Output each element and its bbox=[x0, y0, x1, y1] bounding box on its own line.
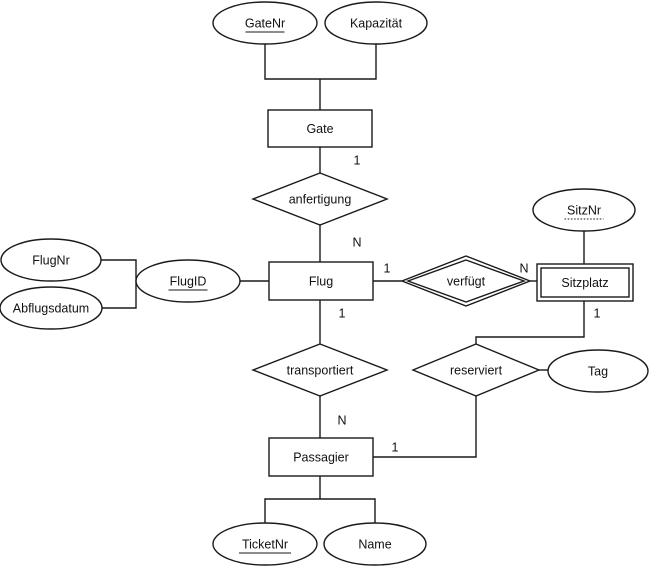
relationship-diamond-reserviert[interactable] bbox=[411, 343, 541, 397]
entity-passagier[interactable]: Passagier bbox=[268, 437, 374, 477]
attribute-name[interactable]: Name bbox=[323, 522, 427, 566]
cardinality-card-sitzplatz-reserviert: 1 bbox=[594, 306, 601, 320]
attribute-sitznr[interactable]: SitzNr bbox=[532, 188, 636, 232]
attribute-label-gatenr: GateNr bbox=[245, 16, 285, 30]
relationship-diamond-verfuegt[interactable] bbox=[400, 255, 532, 307]
relationship-label-verfuegt: verfügt bbox=[447, 274, 486, 288]
entity-box-sitzplatz[interactable] bbox=[536, 263, 634, 302]
relationship-verfuegt[interactable]: verfügt bbox=[400, 255, 532, 307]
relationship-diamond-transportiert[interactable] bbox=[251, 343, 389, 397]
attribute-ellipse-name[interactable] bbox=[323, 522, 427, 566]
relationship-inner-diamond-verfuegt bbox=[405, 259, 527, 303]
entity-inner-box-sitzplatz bbox=[540, 267, 630, 298]
relationship-label-reserviert: reserviert bbox=[450, 363, 503, 377]
entity-label-flug: Flug bbox=[309, 274, 333, 288]
attribute-ellipse-abflugsdatum[interactable] bbox=[0, 286, 103, 330]
cardinality-card-flug-verfuegt: 1 bbox=[384, 261, 391, 275]
cardinality-card-passagier-reserviert: 1 bbox=[392, 440, 399, 454]
attribute-label-sitznr: SitzNr bbox=[567, 203, 601, 217]
entity-label-gate: Gate bbox=[306, 122, 333, 136]
attribute-flugnr[interactable]: FlugNr bbox=[0, 238, 102, 282]
cardinality-card-anfertigung-flug: N bbox=[352, 235, 361, 249]
attribute-tag[interactable]: Tag bbox=[547, 349, 649, 393]
attribute-gatenr[interactable]: GateNr bbox=[212, 1, 318, 45]
entity-box-flug[interactable] bbox=[268, 261, 374, 301]
attribute-ellipse-flugnr[interactable] bbox=[0, 238, 102, 282]
relationship-anfertigung[interactable]: anfertigung bbox=[251, 172, 389, 226]
entity-label-sitzplatz: Sitzplatz bbox=[561, 276, 608, 290]
attribute-kapazitaet[interactable]: Kapazität bbox=[324, 1, 428, 45]
cardinality-card-transportiert-passagier: N bbox=[337, 413, 346, 427]
attribute-ellipse-gatenr[interactable] bbox=[212, 1, 318, 45]
relationship-label-transportiert: transportiert bbox=[287, 363, 354, 377]
attribute-label-abflugsdatum: Abflugsdatum bbox=[13, 301, 89, 315]
cardinality-card-verfuegt-sitzplatz: N bbox=[519, 261, 528, 275]
attribute-label-tag: Tag bbox=[588, 364, 608, 378]
entity-box-gate[interactable] bbox=[267, 109, 373, 148]
entity-box-passagier[interactable] bbox=[268, 437, 374, 477]
conn-sitzplatz-reserviert bbox=[475, 301, 585, 344]
entity-gate[interactable]: Gate bbox=[267, 109, 373, 148]
cardinality-card-flug-transportiert: 1 bbox=[339, 306, 346, 320]
entity-sitzplatz[interactable]: Sitzplatz bbox=[536, 263, 634, 302]
attribute-label-ticketnr: TicketNr bbox=[242, 537, 288, 551]
attribute-abflugsdatum[interactable]: Abflugsdatum bbox=[0, 286, 103, 330]
attribute-ellipse-kapazitaet[interactable] bbox=[324, 1, 428, 45]
attribute-ellipse-tag[interactable] bbox=[547, 349, 649, 393]
conn-gatenr-bracket bbox=[264, 44, 377, 80]
attribute-ellipse-ticketnr[interactable] bbox=[212, 522, 318, 566]
entity-label-passagier: Passagier bbox=[293, 450, 349, 464]
attribute-label-name: Name bbox=[358, 537, 391, 551]
attribute-label-flugnr: FlugNr bbox=[32, 253, 70, 267]
attribute-ellipse-flugid[interactable] bbox=[135, 259, 241, 303]
attribute-label-flugid: FlugID bbox=[170, 274, 207, 288]
relationship-label-anfertigung: anfertigung bbox=[289, 192, 352, 206]
relationship-transportiert[interactable]: transportiert bbox=[251, 343, 389, 397]
entity-flug[interactable]: Flug bbox=[268, 261, 374, 301]
attribute-flugid[interactable]: FlugID bbox=[135, 259, 241, 303]
relationship-reserviert[interactable]: reserviert bbox=[411, 343, 541, 397]
conn-passagier-bracket bbox=[264, 498, 376, 523]
cardinality-card-gate-anfertigung: 1 bbox=[354, 153, 361, 167]
conn-flugnr-bracket bbox=[101, 259, 137, 309]
conn-reserviert-passagier bbox=[373, 396, 477, 458]
relationship-diamond-anfertigung[interactable] bbox=[251, 172, 389, 226]
attribute-label-kapazitaet: Kapazität bbox=[350, 16, 403, 30]
attribute-ellipse-sitznr[interactable] bbox=[532, 188, 636, 232]
attribute-ticketnr[interactable]: TicketNr bbox=[212, 522, 318, 566]
